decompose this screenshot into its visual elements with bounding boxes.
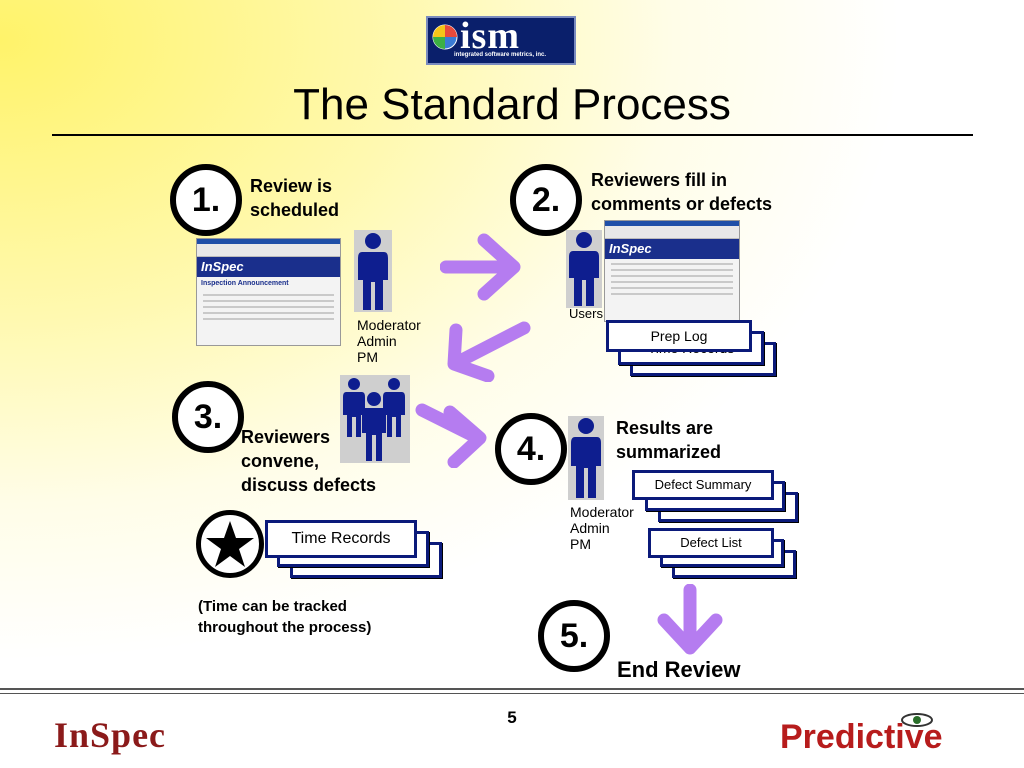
- step-1-roles: Moderator Admin PM: [357, 317, 421, 365]
- time-records-card: Time Records: [265, 520, 417, 558]
- role-admin: Admin: [357, 333, 397, 349]
- screenshot-1-heading: Inspection Announcement: [201, 280, 289, 287]
- page-title: The Standard Process: [293, 80, 731, 129]
- step-3-label-line-1: Reviewers: [241, 427, 331, 447]
- time-note-line-2: throughout the process): [198, 619, 372, 636]
- arrow-down-icon: [657, 584, 723, 655]
- time-note: (Time can be tracked throughout the proc…: [198, 596, 371, 638]
- defect-summary-card: Defect Summary: [632, 470, 774, 500]
- step-5-circle: 5.: [538, 600, 610, 672]
- step-3-label-line-2: convene,: [241, 451, 320, 471]
- role-pm: PM: [570, 536, 591, 552]
- role-moderator: Moderator: [570, 504, 634, 520]
- step-1-label-line-2: scheduled: [250, 200, 340, 220]
- ism-logo-subtitle: integrated software metrics, inc.: [453, 52, 547, 58]
- person-icon: [568, 416, 604, 500]
- step-4-circle: 4.: [495, 413, 567, 485]
- step-4-roles: Moderator Admin PM: [570, 504, 634, 552]
- title-divider: [52, 134, 973, 136]
- inspec-logo: InSpec: [54, 715, 167, 755]
- globe-icon: [432, 24, 458, 50]
- ism-logo-text: ism: [460, 15, 520, 57]
- role-admin: Admin: [570, 520, 610, 536]
- footer-divider: [0, 688, 1024, 690]
- end-review-label: End Review: [617, 657, 741, 682]
- role-pm: PM: [357, 349, 378, 365]
- arrow-right-icon: [440, 233, 521, 301]
- arrow-left-icon: [447, 321, 531, 382]
- time-note-line-1: (Time can be tracked: [198, 598, 347, 615]
- person-icon: [566, 230, 602, 308]
- step-4-label: Results are summarized: [616, 416, 721, 464]
- step-2-label-line-1: Reviewers fill in: [591, 170, 728, 190]
- step-2-circle: 2.: [510, 164, 582, 236]
- screenshot-2-banner: InSpec: [605, 239, 739, 259]
- step-2-label: Reviewers fill in comments or defects: [591, 168, 772, 216]
- step-4-label-line-1: Results are: [616, 418, 714, 438]
- prep-log-card: Prep Log: [606, 320, 752, 352]
- group-icon: [340, 375, 410, 463]
- page-number: 5: [507, 708, 517, 727]
- role-users: Users: [569, 306, 603, 321]
- arrow-right-icon: [415, 403, 487, 468]
- footer-divider-thin: [0, 693, 1024, 694]
- step-2-label-line-2: comments or defects: [591, 194, 773, 214]
- eye-icon: [901, 713, 933, 727]
- star-circle: [196, 510, 264, 578]
- person-icon: [354, 230, 392, 312]
- step-2-screenshot: InSpec: [604, 220, 740, 322]
- step-1-label-line-1: Review is: [250, 176, 333, 196]
- step-4-label-line-2: summarized: [616, 442, 722, 462]
- step-3-circle: 3.: [172, 381, 244, 453]
- step-1-label: Review is scheduled: [250, 174, 339, 222]
- star-icon: [206, 521, 254, 567]
- step-3-label-line-3: discuss defects: [241, 475, 377, 495]
- step-1-screenshot: InSpec Inspection Announcement: [196, 238, 341, 346]
- role-moderator: Moderator: [357, 317, 421, 333]
- screenshot-1-banner: InSpec: [197, 257, 340, 277]
- step-3-label: Reviewers convene, discuss defects: [241, 425, 376, 497]
- defect-list-card: Defect List: [648, 528, 774, 558]
- step-1-circle: 1.: [170, 164, 242, 236]
